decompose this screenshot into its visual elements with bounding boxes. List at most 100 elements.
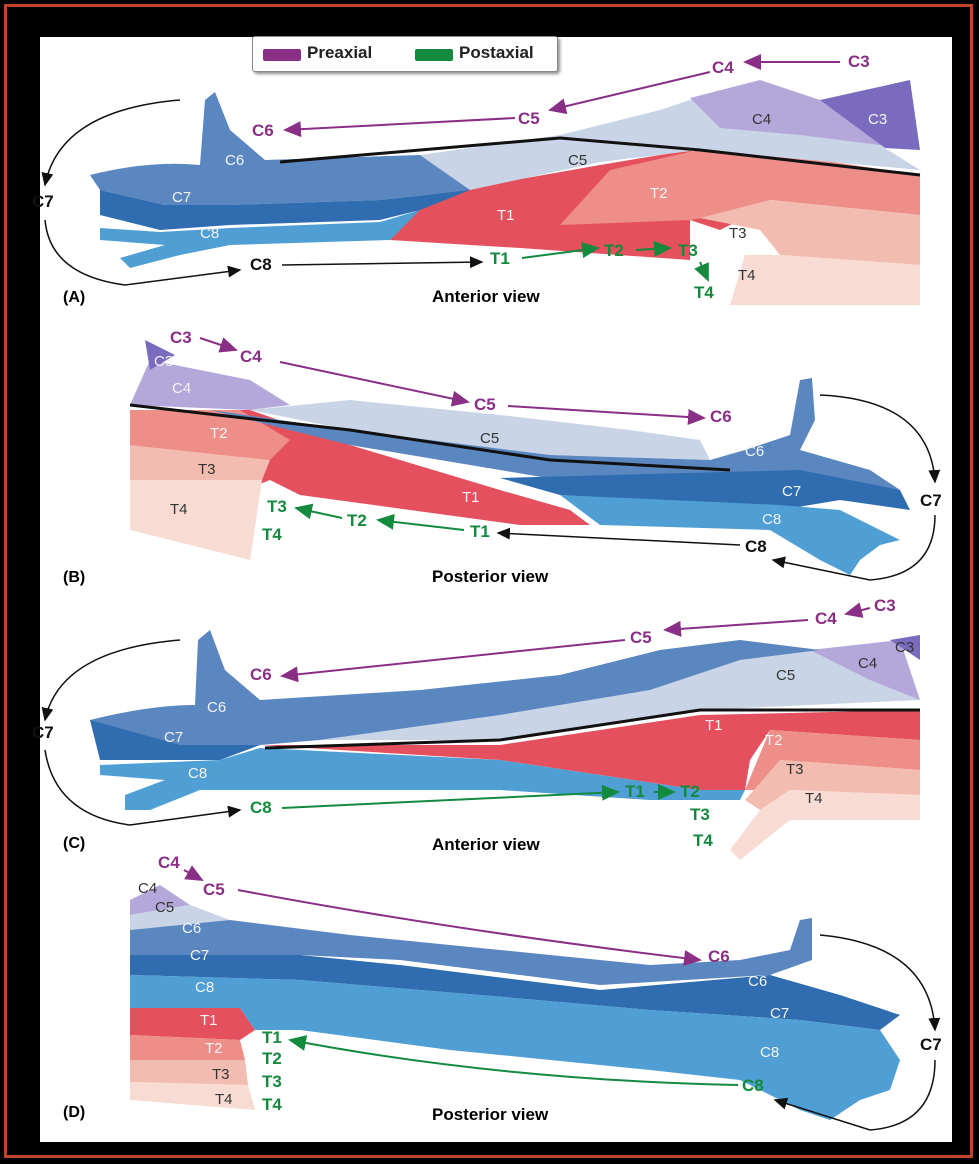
c-label-c3: C3 bbox=[895, 639, 914, 656]
a-label-c4: C4 bbox=[752, 111, 771, 128]
c-arrow-c8: C8 bbox=[250, 798, 272, 817]
b-arrow-c7: C7 bbox=[920, 491, 942, 510]
legend: Preaxial Postaxial bbox=[252, 36, 558, 72]
c-arrow-c7: C7 bbox=[32, 723, 54, 742]
d-panel-letter: (D) bbox=[63, 1104, 85, 1121]
a-region-c3 bbox=[820, 80, 920, 150]
a-arrow-t3: T3 bbox=[678, 241, 698, 260]
c-label-t1: T1 bbox=[705, 717, 723, 734]
d-label-c4: C4 bbox=[138, 880, 157, 897]
b-region-c4 bbox=[130, 360, 290, 410]
b-region-c5 bbox=[250, 400, 710, 460]
a-region-c8 bbox=[100, 210, 420, 268]
b-region-c3 bbox=[145, 340, 175, 370]
b-arrow-t3: T3 bbox=[267, 497, 287, 516]
c-arrow-c5: C5 bbox=[630, 628, 652, 647]
c-region-c4 bbox=[810, 640, 920, 700]
a-label-c3: C3 bbox=[868, 111, 887, 128]
a-label-c7: C7 bbox=[172, 189, 191, 206]
d-label-c5: C5 bbox=[155, 899, 174, 916]
c-arrow-t4: T4 bbox=[693, 831, 713, 850]
a-arrow-c5: C5 bbox=[518, 109, 540, 128]
b-region-c8 bbox=[560, 495, 900, 575]
b-axial-line bbox=[129, 403, 731, 472]
d-label-c7-hand: C7 bbox=[770, 1005, 789, 1022]
d-region-t4 bbox=[130, 1082, 255, 1110]
a-arrow-c4: C4 bbox=[712, 58, 734, 77]
d-arrow-c5: C5 bbox=[203, 880, 225, 899]
a-arrow-t1: T1 bbox=[490, 249, 510, 268]
d-arrow-t2: T2 bbox=[262, 1049, 282, 1068]
d-arrow-c6: C6 bbox=[708, 947, 730, 966]
c-arrow-c4: C4 bbox=[815, 609, 837, 628]
d-arrow-c7: C7 bbox=[920, 1035, 942, 1054]
c-label-t3: T3 bbox=[786, 761, 804, 778]
b-label-c3: C3 bbox=[154, 353, 173, 370]
c-region-t1 bbox=[260, 710, 920, 790]
d-region-t2 bbox=[130, 1035, 245, 1060]
panel-a: C6 C7 C8 C5 C4 C3 T1 T2 T3 T4 C3 C4 C5 C… bbox=[32, 52, 921, 306]
c-panel-letter: (C) bbox=[63, 835, 85, 852]
b-label-t1: T1 bbox=[462, 489, 480, 506]
a-arrow-c3: C3 bbox=[848, 52, 870, 71]
c-label-c6: C6 bbox=[207, 699, 226, 716]
d-region-c8 bbox=[130, 975, 900, 1120]
c-label-c7: C7 bbox=[164, 729, 183, 746]
d-label-t3: T3 bbox=[212, 1066, 230, 1083]
c-axial-line bbox=[264, 708, 920, 750]
d-arrow-t3: T3 bbox=[262, 1072, 282, 1091]
c-label-c4: C4 bbox=[858, 655, 877, 672]
c-region-t2 bbox=[745, 730, 920, 790]
a-label-c6: C6 bbox=[225, 152, 244, 169]
b-label-c5: C5 bbox=[480, 430, 499, 447]
d-label-t1: T1 bbox=[200, 1012, 218, 1029]
d-region-t1 bbox=[130, 1008, 255, 1040]
d-arrow-t1: T1 bbox=[262, 1028, 282, 1047]
c-arrow-c3: C3 bbox=[874, 596, 896, 615]
a-arrow-t4: T4 bbox=[694, 283, 714, 302]
b-panel-letter: (B) bbox=[63, 569, 85, 586]
b-arrow-c5: C5 bbox=[474, 395, 496, 414]
a-label-t1: T1 bbox=[497, 207, 515, 224]
d-label-c8-hand: C8 bbox=[760, 1044, 779, 1061]
c-region-t4 bbox=[730, 790, 920, 860]
c-label-c5: C5 bbox=[776, 667, 795, 684]
a-region-c7 bbox=[100, 190, 470, 230]
d-arrow-c8: C8 bbox=[742, 1076, 764, 1095]
b-region-c7 bbox=[500, 470, 910, 510]
d-region-c5 bbox=[130, 905, 230, 930]
c-arrow-t3: T3 bbox=[690, 805, 710, 824]
d-view-label: Posterior view bbox=[432, 1105, 549, 1124]
c-region-c7 bbox=[90, 720, 260, 760]
c-region-c3 bbox=[890, 635, 920, 660]
a-view-label: Anterior view bbox=[432, 287, 540, 306]
c-region-c6 bbox=[90, 630, 820, 745]
d-label-t2: T2 bbox=[205, 1040, 223, 1057]
panel-c: C6 C7 C8 C5 C4 C3 T1 T2 T3 T4 C3 C4 C5 C… bbox=[32, 596, 920, 860]
b-region-t3 bbox=[130, 445, 270, 480]
legend-label-postaxial: Postaxial bbox=[459, 43, 534, 62]
b-label-t2: T2 bbox=[210, 425, 228, 442]
b-label-c8: C8 bbox=[762, 511, 781, 528]
a-arrow-c8: C8 bbox=[250, 255, 272, 274]
d-arrow-c4: C4 bbox=[158, 853, 180, 872]
a-region-t4 bbox=[730, 255, 920, 305]
a-region-c4 bbox=[690, 80, 920, 150]
legend-swatch-postaxial bbox=[415, 49, 453, 61]
b-region-t4 bbox=[130, 480, 262, 560]
d-label-c8: C8 bbox=[195, 979, 214, 996]
b-arrow-c3: C3 bbox=[170, 328, 192, 347]
legend-label-preaxial: Preaxial bbox=[307, 43, 373, 62]
b-view-label: Posterior view bbox=[432, 567, 549, 586]
a-arrow-c6: C6 bbox=[252, 121, 274, 140]
d-label-c7: C7 bbox=[190, 947, 209, 964]
b-arrow-c8: C8 bbox=[745, 537, 767, 556]
a-arrow-t2: T2 bbox=[604, 241, 624, 260]
a-label-t3: T3 bbox=[729, 225, 747, 242]
b-label-c4: C4 bbox=[172, 380, 191, 397]
b-label-c7: C7 bbox=[782, 483, 801, 500]
b-region-t2 bbox=[130, 410, 290, 460]
a-label-t4: T4 bbox=[738, 267, 756, 284]
a-axial-line bbox=[279, 136, 921, 177]
